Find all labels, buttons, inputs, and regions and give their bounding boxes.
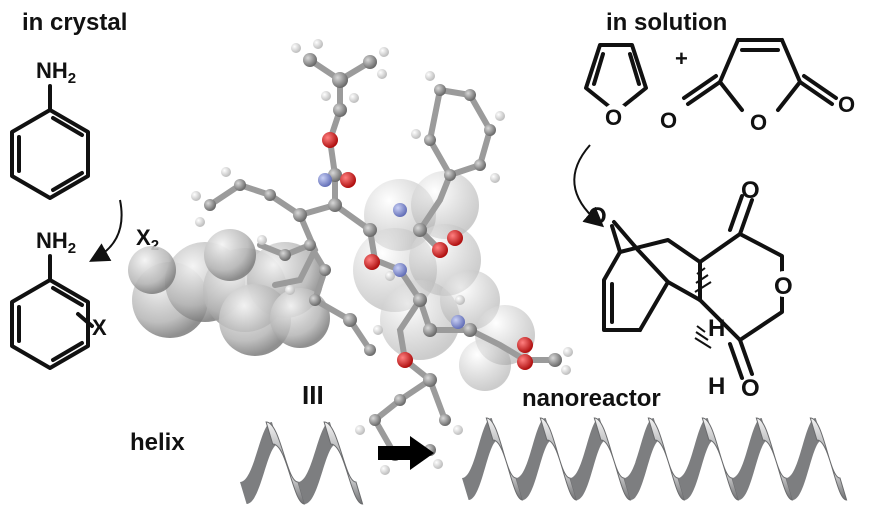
- helix-back-strip: [240, 422, 279, 504]
- nh2-bottom-label: NH2: [36, 228, 76, 257]
- helix-back-strip: [516, 418, 553, 500]
- anhydride-o-right: O: [838, 92, 855, 117]
- substituent-x-label: X: [92, 315, 107, 340]
- curved-arrow-right: [573, 144, 605, 228]
- helix-back-strip: [732, 418, 769, 500]
- helix-front-strip: [265, 421, 306, 505]
- diels-alder-product-structure: O O O O H H: [588, 177, 797, 402]
- maleic-anhydride-structure: O O O: [660, 38, 855, 135]
- anhydride-o-ring: O: [750, 110, 767, 135]
- helix-front-strip: [647, 417, 686, 501]
- label-helix: helix: [130, 429, 185, 456]
- helix-back-strip: [678, 418, 715, 500]
- helix-front-strip: [323, 421, 364, 505]
- label-in-crystal: in crystal: [22, 9, 127, 36]
- equivalence-mark: III: [302, 380, 324, 410]
- helix-back-strip: [298, 422, 337, 504]
- helix-front-strip: [485, 417, 524, 501]
- furan-o-label: O: [605, 105, 622, 130]
- guest-space-filling: [128, 229, 330, 356]
- helix-back-strip: [570, 418, 607, 500]
- helix-front-strip: [539, 417, 578, 501]
- product-o-ring: O: [774, 273, 793, 300]
- haloaniline-structure: NH2 X: [10, 228, 107, 370]
- product-h-top: H: [708, 315, 725, 342]
- label-in-solution: in solution: [606, 9, 727, 36]
- helix-back-strip: [786, 418, 823, 500]
- label-nanoreactor: nanoreactor: [522, 385, 661, 412]
- helix-front-strip: [809, 417, 848, 501]
- helix-back-strip: [624, 418, 661, 500]
- aniline-structure: NH2: [10, 58, 90, 200]
- helix-back-strip: [462, 418, 499, 500]
- product-o-top: O: [741, 177, 760, 204]
- host-space-filling: [353, 171, 535, 391]
- furan-structure: O: [584, 43, 648, 130]
- plus-sign: +: [675, 46, 688, 71]
- product-h-bottom: H: [708, 373, 725, 400]
- curved-arrow-left: [89, 199, 123, 262]
- product-bridge-o: O: [588, 203, 607, 230]
- helix-front-strip: [755, 417, 794, 501]
- nh2-top-label: NH2: [36, 58, 76, 87]
- molecular-model: [128, 39, 573, 475]
- product-o-bottom: O: [741, 375, 760, 402]
- helix-long-image: [462, 417, 848, 501]
- anhydride-o-left: O: [660, 108, 677, 133]
- helix-front-strip: [701, 417, 740, 501]
- reagent-x2-label: X2: [136, 225, 159, 254]
- transform-arrow: [378, 436, 434, 470]
- helix-short-image: [240, 421, 364, 505]
- helix-front-strip: [593, 417, 632, 501]
